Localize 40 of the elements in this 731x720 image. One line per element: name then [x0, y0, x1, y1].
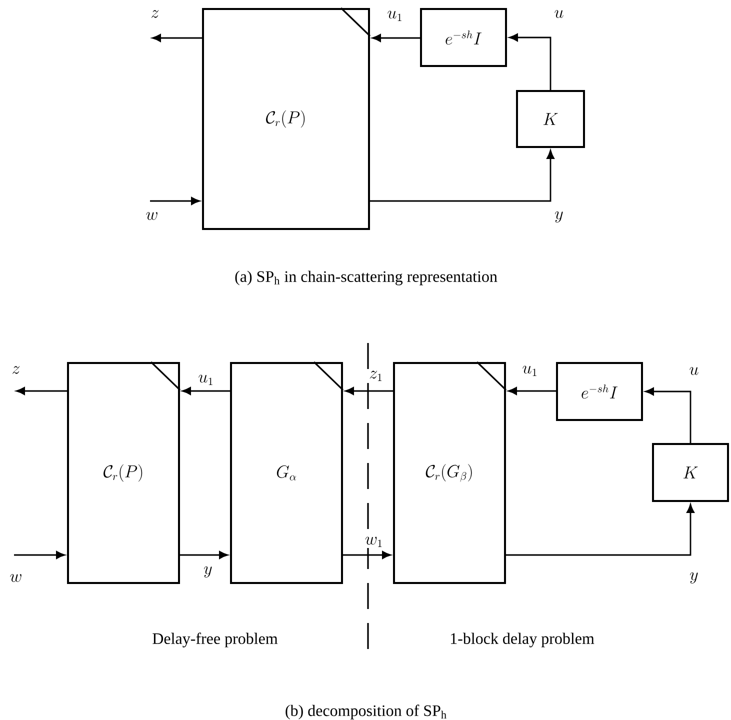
arrow — [644, 388, 692, 443]
block-box: $\mathcal{C}_r(G_\beta)$ — [393, 361, 507, 584]
edge-label: $y$ — [554, 210, 564, 224]
edge-label: $u_1$ — [521, 364, 539, 378]
edge-label: $u_1$ — [386, 10, 404, 22]
arrow — [344, 387, 393, 395]
arrow — [152, 34, 202, 42]
arrow — [506, 504, 694, 556]
arrow — [182, 387, 230, 395]
block-box: $e^{-sh}I$ — [420, 8, 507, 67]
edge-label: $u$ — [553, 9, 565, 19]
region-label: 1-block delay problem — [448, 630, 596, 650]
arrow — [180, 551, 228, 559]
subfigure-caption: (b) decomposition of SP$_{h}$ — [286, 704, 446, 720]
edge-label: $w$ — [8, 573, 24, 583]
arrow — [343, 551, 392, 559]
block-box: $K$ — [652, 443, 729, 502]
edge-label: $u_1$ — [197, 374, 215, 386]
block-box: $K$ — [516, 90, 585, 148]
block-box: $\mathcal{C}_r(P)$ — [67, 361, 181, 584]
arrow — [508, 387, 556, 395]
arrow — [508, 34, 552, 90]
arrow — [370, 150, 554, 202]
arrow — [16, 387, 67, 395]
edge-label: $w$ — [144, 211, 160, 221]
edge-label: $z$ — [150, 9, 160, 19]
region-label: Delay-free problem — [150, 630, 280, 650]
edge-label: $y$ — [688, 572, 700, 584]
edge-label: $y$ — [202, 566, 214, 578]
edge-label: $z_1$ — [368, 370, 384, 382]
arrow — [372, 34, 420, 42]
arrow — [150, 197, 200, 205]
subfigure-caption: (a) SP$_{h}$ in chain-scattering representation — [232, 268, 500, 288]
block-box: $G_\alpha$ — [230, 361, 344, 584]
edge-label: $z$ — [10, 365, 22, 375]
block-box: $e^{-sh}I$ — [556, 362, 643, 421]
arrow — [14, 551, 66, 559]
edge-label: $u$ — [688, 366, 700, 376]
block-box: $\mathcal{C}_r(P)$ — [202, 7, 371, 230]
edge-label: $w_1$ — [364, 536, 384, 548]
